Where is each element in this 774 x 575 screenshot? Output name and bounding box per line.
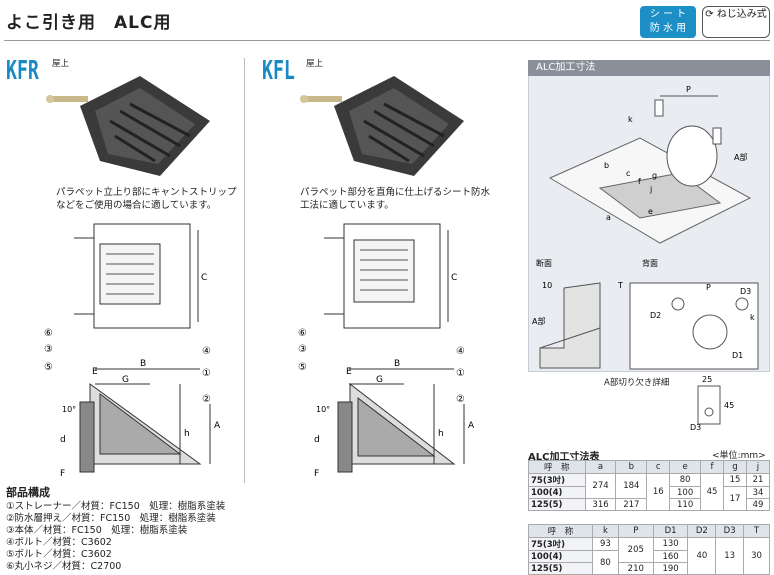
- list-item: ④ボルト／材質：C3602: [6, 537, 112, 548]
- svg-text:T: T: [617, 281, 623, 290]
- svg-text:g: g: [652, 171, 657, 180]
- svg-text:断面: 断面: [536, 258, 552, 268]
- svg-text:D2: D2: [650, 311, 661, 320]
- svg-text:④: ④: [456, 346, 465, 357]
- svg-text:B: B: [394, 359, 400, 369]
- svg-text:⑥: ⑥: [44, 328, 53, 339]
- svg-text:d: d: [314, 435, 320, 445]
- svg-text:P: P: [686, 85, 691, 94]
- svg-text:D1: D1: [732, 351, 743, 360]
- svg-text:E: E: [346, 367, 352, 377]
- svg-text:③: ③: [44, 344, 53, 355]
- screw-type-badge: ⟳ ねじ込み式: [702, 6, 770, 38]
- table-row: 125(5) 210 190: [528, 562, 770, 575]
- cut-detail-label: A部切り欠き詳細: [604, 378, 670, 388]
- svg-text:b: b: [604, 161, 609, 170]
- alc-table-title: ALC加工寸法表: [528, 452, 600, 463]
- svg-text:h: h: [438, 429, 444, 439]
- kfr-description: パラペット立上り部にキャントストリップ などをご使用の場合に適しています。: [56, 187, 237, 211]
- list-item: ③本体／材質：FC150 処理：樹脂系塗装: [6, 525, 188, 536]
- kfl-plan-drawing: C: [324, 223, 457, 329]
- svg-text:j: j: [649, 185, 652, 194]
- svg-text:45: 45: [724, 401, 734, 410]
- svg-text:G: G: [122, 375, 129, 385]
- svg-text:A: A: [468, 421, 475, 431]
- table-header-row: 呼 称 a b c e f g j: [528, 460, 771, 474]
- table-header-row: 呼 称 k P D1 D2 D3 T: [528, 524, 770, 538]
- kfr-location: 屋上: [52, 59, 70, 69]
- svg-text:E: E: [92, 367, 98, 377]
- svg-text:②: ②: [202, 394, 211, 405]
- svg-text:D3: D3: [740, 287, 751, 296]
- svg-text:D3: D3: [690, 423, 701, 432]
- alc-dimension-drawing: P k b c f g j e a A部 断面 背面 10 T A部 P D2 …: [532, 85, 759, 370]
- svg-text:d: d: [60, 435, 66, 445]
- sheet-waterproof-badge: シ ー ト 防 水 用: [640, 6, 696, 38]
- svg-text:③: ③: [298, 344, 307, 355]
- unit-label: <単位:mm>: [712, 451, 766, 461]
- kfl-dim-c: C: [451, 273, 457, 283]
- svg-text:10: 10: [542, 281, 552, 290]
- kfl-description: パラペット部分を直角に仕上げるシート防水 工法に適しています。: [300, 187, 491, 211]
- svg-text:h: h: [184, 429, 190, 439]
- svg-text:P: P: [706, 283, 711, 292]
- svg-text:k: k: [628, 115, 633, 124]
- svg-text:⑥: ⑥: [298, 328, 307, 339]
- parts-list: 部品構成 ①ストレーナー／材質：FC150 処理：樹脂系塗装 ②防水層押え／材質…: [6, 487, 225, 573]
- list-item: ②防水層押え／材質：FC150 処理：樹脂系塗装: [6, 513, 216, 524]
- svg-text:f: f: [638, 177, 641, 186]
- svg-text:G: G: [376, 375, 383, 385]
- list-item: ⑤ボルト／材質：C3602: [6, 549, 112, 560]
- list-item: ①ストレーナー／材質：FC150 処理：樹脂系塗装: [6, 501, 226, 512]
- kfr-section-drawing: B E G A h d F 10° ⑥ ③ ⑤ ④ ① ②: [44, 328, 221, 479]
- kfl-location: 屋上: [306, 59, 324, 69]
- column-divider: [244, 58, 245, 483]
- svg-text:e: e: [648, 207, 653, 216]
- svg-text:10°: 10°: [62, 405, 76, 414]
- kfr-dim-c: C: [201, 273, 207, 283]
- kfl-product-photo: [300, 76, 464, 176]
- svg-text:c: c: [626, 169, 630, 178]
- svg-text:10°: 10°: [316, 405, 330, 414]
- table-row: 75(3吋) 93 205 130 40 13 30: [528, 537, 770, 575]
- svg-text:A: A: [214, 421, 221, 431]
- svg-text:①: ①: [456, 368, 465, 379]
- svg-text:F: F: [60, 469, 65, 479]
- svg-text:A部: A部: [532, 316, 545, 326]
- svg-text:①: ①: [202, 368, 211, 379]
- cut-detail-drawing: 25 45 D3: [690, 375, 734, 432]
- svg-text:A部: A部: [734, 152, 747, 162]
- product-code-kfr: KFR: [6, 56, 39, 86]
- svg-text:⑤: ⑤: [44, 362, 53, 373]
- alc-dimension-table-2: 呼 称 k P D1 D2 D3 T 75(3吋) 93 205 130 40 …: [528, 524, 770, 575]
- page-title: よこ引き用 ALC用: [6, 13, 172, 33]
- parts-heading: 部品構成: [6, 486, 50, 499]
- alc-panel-title: ALC加工寸法: [528, 60, 770, 76]
- alc-dimension-table-1: 呼 称 a b c e f g j 75(3吋) 274 184 16 80 4…: [528, 460, 771, 511]
- svg-text:背面: 背面: [642, 258, 658, 268]
- svg-text:②: ②: [456, 394, 465, 405]
- svg-text:④: ④: [202, 346, 211, 357]
- svg-text:25: 25: [702, 375, 712, 384]
- table-row: 125(5) 316 217 110 49: [528, 498, 771, 511]
- product-code-kfl: KFL: [262, 56, 295, 86]
- svg-text:k: k: [750, 313, 755, 322]
- kfr-product-photo: [46, 76, 210, 176]
- svg-text:B: B: [140, 359, 146, 369]
- kfl-section-drawing: B E G A h d F 10° ⑥ ③ ⑤ ④ ① ②: [298, 328, 475, 479]
- table-row: 100(4) 100 17 34: [528, 486, 771, 511]
- table-row: 75(3吋) 274 184 16 80 45 15 21: [528, 473, 771, 511]
- svg-text:F: F: [314, 469, 319, 479]
- screw-icon: ⟳: [705, 9, 714, 20]
- list-item: ⑥丸小ネジ／材質：C2700: [6, 561, 122, 572]
- header-divider: [4, 40, 770, 41]
- kfr-plan-drawing: C: [74, 223, 207, 329]
- svg-text:⑤: ⑤: [298, 362, 307, 373]
- svg-text:a: a: [606, 213, 611, 222]
